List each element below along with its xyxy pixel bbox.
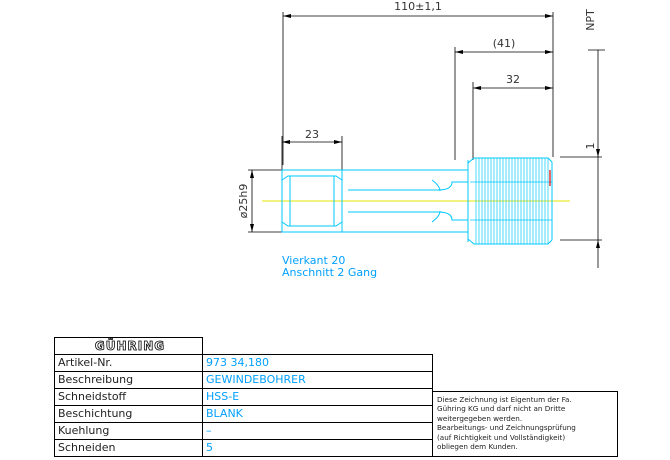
notice-line: Gühring KG und darf nicht an Dritte — [437, 404, 566, 414]
row-label-description: Beschreibung — [54, 371, 203, 389]
table-row: Artikel-Nr. 973 34,180 — [54, 354, 433, 372]
tool-outline — [281, 157, 553, 245]
note-chamfer: Anschnitt 2 Gang — [282, 266, 377, 279]
thread-lines — [470, 158, 552, 244]
title-block-logo-row: GÜHRING — [54, 337, 433, 355]
row-label-material: Schneidstoff — [54, 388, 203, 406]
table-row: Schneidstoff HSS-E — [54, 388, 433, 406]
dim-total-length: 110±1,1 — [394, 0, 442, 13]
table-row: Beschreibung GEWINDEBOHRER — [54, 371, 433, 389]
row-label-cutting-edges: Schneiden — [54, 439, 203, 457]
row-label-coating: Beschichtung — [54, 405, 203, 423]
technical-drawing: 110±1,1 (41) 32 23 ø25h9 NPT 1 Vierkant … — [237, 0, 605, 279]
dim-shank-diameter: ø25h9 — [237, 184, 250, 219]
row-value-material: HSS-E — [202, 388, 433, 406]
row-label-cooling: Kuehlung — [54, 422, 203, 440]
notice-line: obliegen dem Kunden. — [437, 442, 518, 452]
dimension-lines — [248, 12, 605, 268]
dim-pitch-marker: 1 — [584, 143, 597, 150]
dim-ref-length: (41) — [493, 37, 516, 50]
notice-line: (auf Richtigkeit und Vollständigkeit) — [437, 432, 566, 442]
note-square: Vierkant 20 — [282, 254, 345, 267]
row-value-coating: BLANK — [202, 405, 433, 423]
row-label-article: Artikel-Nr. — [54, 354, 203, 372]
ownership-notice: Diese Zeichnung ist Eigentum der Fa. Güh… — [432, 391, 618, 457]
table-row: Kuehlung – — [54, 422, 433, 440]
table-row: Schneiden 5 — [54, 439, 433, 457]
title-block-table: GÜHRING Artikel-Nr. 973 34,180 Beschreib… — [54, 337, 433, 457]
notice-line: Bearbeitungs- und Zeichnungsprüfung — [437, 423, 576, 433]
dim-thread-length: 32 — [506, 73, 520, 86]
logo-spacer — [202, 337, 433, 355]
row-value-cutting-edges: 5 — [202, 439, 433, 457]
row-value-cooling: – — [202, 422, 433, 440]
row-value-description: GEWINDEBOHRER — [202, 371, 433, 389]
dim-square-length: 23 — [305, 128, 319, 141]
dim-thread-spec: NPT — [584, 9, 597, 31]
arrow-heads — [250, 14, 600, 248]
table-row: Beschichtung BLANK — [54, 405, 433, 423]
row-value-article: 973 34,180 — [202, 354, 433, 372]
notice-line: weitergegeben werden. — [437, 413, 523, 423]
notice-line: Diese Zeichnung ist Eigentum der Fa. — [437, 395, 572, 404]
guehring-logo: GÜHRING — [54, 337, 203, 355]
